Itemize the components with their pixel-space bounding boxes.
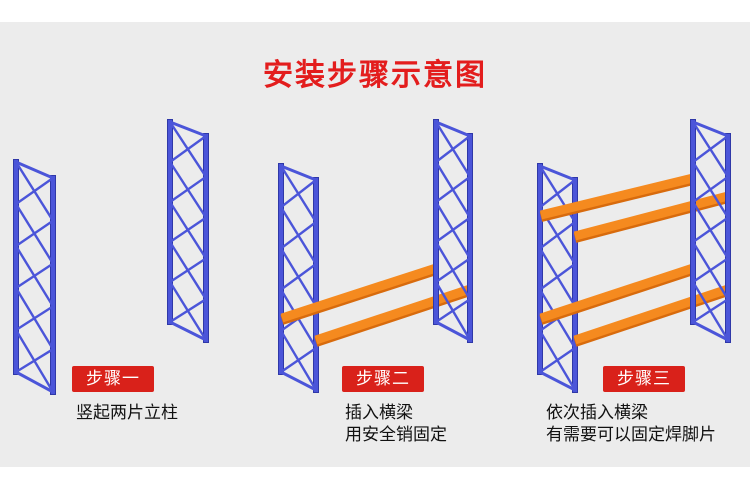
step2-frame-right-brace [435, 257, 471, 283]
step3-beam-lower-back [539, 263, 695, 323]
step1-frame-left-brace [15, 262, 54, 290]
diagram-title: 安装步骤示意图 [263, 58, 487, 93]
step3-frame-right-brace [692, 216, 729, 243]
step2-frame-right-top-rail [435, 120, 471, 138]
step1-frame-left-brace [15, 219, 54, 247]
step-1-caption: 竖起两片立柱 [76, 402, 178, 424]
step1-frame-left-brace [15, 348, 54, 374]
step2-frame-right-brace [435, 298, 471, 323]
step2-frame-right-brace [435, 135, 471, 163]
step-1-badge: 步骤一 [72, 366, 154, 392]
step2-frame-left-brace [280, 263, 317, 291]
step-2-caption: 插入横梁 用安全销固定 [345, 402, 447, 446]
step3-frame-left-bottom-rail [539, 370, 576, 392]
step-3-line-2: 有需要可以固定焊脚片 [546, 425, 716, 445]
step-2-badge: 步骤二 [342, 366, 424, 392]
step2-beam-back [280, 263, 438, 323]
step1-frame-right-brace [169, 216, 207, 243]
step-1-line-1: 竖起两片立柱 [76, 403, 178, 423]
step3-frame-right-brace [692, 298, 729, 324]
step3-frame-right-brace [692, 257, 729, 283]
step3-frame-left-top-rail [539, 164, 576, 182]
step1-frame-right-brace [169, 257, 207, 284]
step1-frame-left-top-rail [15, 160, 54, 180]
step1-frame-right-top-rail [169, 120, 207, 138]
step1-frame-left-bottom-rail [15, 370, 54, 394]
diagram-panel [0, 22, 750, 467]
step3-frame-left-brace [539, 179, 576, 209]
step2-frame-left-brace [280, 179, 317, 209]
step-3-line-1: 依次插入横梁 [546, 403, 648, 423]
step3-beam-upper-back [539, 173, 695, 220]
step1-frame-right-brace [169, 298, 207, 324]
step1-frame-left-brace [15, 177, 54, 205]
step2-frame-right-bottom-rail [435, 320, 471, 342]
step2-frame-left-brace [280, 221, 317, 250]
step3-frame-left-brace [539, 347, 576, 373]
step3-frame-right-bottom-rail [692, 320, 729, 342]
step-2-line-1: 插入横梁 [345, 403, 413, 423]
step3-frame-right-brace [692, 135, 729, 163]
step3-frame-left-brace [539, 221, 576, 250]
step-3-caption: 依次插入横梁 有需要可以固定焊脚片 [546, 402, 716, 446]
step2-frame-left-brace [280, 347, 317, 373]
step2-frame-right-brace [435, 216, 471, 243]
step2-frame-right-brace [435, 175, 471, 203]
step1-frame-right-brace [169, 135, 207, 163]
step1-frame-right-brace [169, 175, 207, 203]
step-3-badge: 步骤三 [603, 366, 685, 392]
step1-frame-left-brace [15, 305, 54, 332]
step-2-line-2: 用安全销固定 [345, 425, 447, 445]
step3-beam-upper-front [573, 191, 730, 241]
step2-frame-left-top-rail [280, 164, 317, 182]
step2-frame-left-bottom-rail [280, 370, 317, 392]
step3-frame-left-brace [539, 263, 576, 291]
step3-frame-right-top-rail [692, 120, 729, 138]
step1-frame-right-bottom-rail [169, 320, 207, 342]
step3-frame-right-brace [692, 175, 729, 203]
